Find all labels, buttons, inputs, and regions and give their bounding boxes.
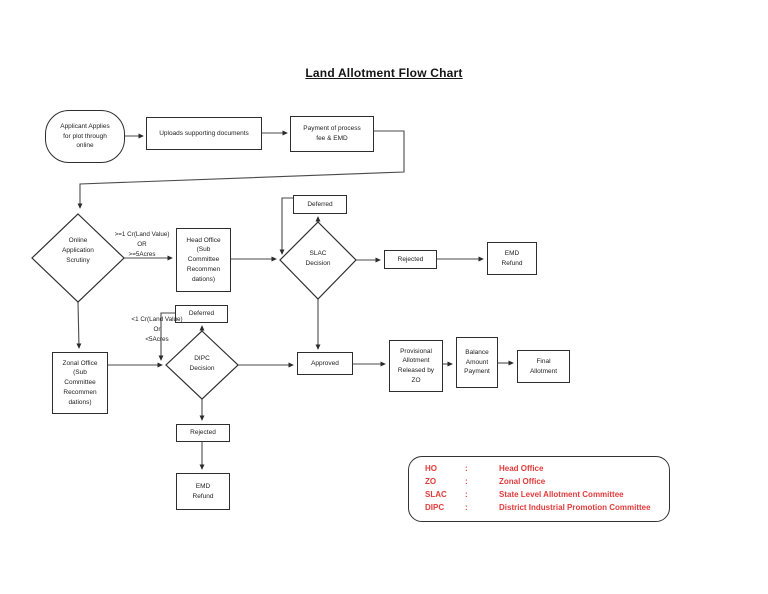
node-rejected-slac: Rejected xyxy=(384,250,437,269)
legend-row-zo: ZO : Zonal Office xyxy=(425,476,659,489)
legend-row-slac: SLAC : State Level Allotment Committee xyxy=(425,489,659,502)
dipc-diamond-shape xyxy=(165,330,239,400)
node-zonal-office: Zonal Office (Sub Committee Recommen dat… xyxy=(52,352,108,414)
node-head-office: Head Office (Sub Committee Recommen dati… xyxy=(176,228,231,292)
legend-full: Head Office xyxy=(499,464,544,474)
legend-colon: : xyxy=(465,464,468,474)
legend-abbr: HO xyxy=(425,464,437,474)
node-provisional-allotment: Provisional Allotment Released by ZO xyxy=(389,340,443,392)
legend-abbr: SLAC xyxy=(425,490,447,499)
legend-full: District Industrial Promotion Committee xyxy=(499,502,651,512)
page-title: Land Allotment Flow Chart xyxy=(305,66,463,80)
legend: HO : Head Office ZO : Zonal Office SLAC … xyxy=(408,456,670,522)
legend-row-ho: HO : Head Office xyxy=(425,463,659,476)
node-final-allotment: Final Allotment xyxy=(517,350,570,383)
edge-label-high-value: >=1 Cr(Land Value) OR >=5Acres xyxy=(114,231,170,258)
node-balance-amount-payment: Balance Amount Payment xyxy=(456,337,498,388)
legend-full: Zonal Office xyxy=(499,477,546,487)
node-rejected-dipc: Rejected xyxy=(176,424,230,442)
legend-full: State Level Allotment Committee xyxy=(499,490,624,499)
node-emd-refund-slac: EMD Refund xyxy=(487,242,537,275)
node-upload-documents: Uploads supporting documents xyxy=(146,117,262,150)
legend-colon: : xyxy=(465,477,468,487)
legend-abbr: ZO xyxy=(425,477,437,487)
node-approved: Approved xyxy=(297,352,353,375)
slac-diamond-shape xyxy=(279,221,357,300)
node-emd-refund-dipc: EMD Refund xyxy=(176,473,230,510)
node-applicant-start: Applicant Applies for plot through onlin… xyxy=(45,110,125,163)
legend-colon: : xyxy=(465,502,468,512)
node-deferred-dipc: Deferred xyxy=(175,305,228,323)
node-payment-fee-emd: Payment of process fee & EMD xyxy=(290,116,374,152)
legend-colon: : xyxy=(465,490,468,499)
node-deferred-slac: Deferred xyxy=(293,195,347,214)
scrutiny-diamond-shape xyxy=(31,213,125,303)
legend-abbr: DIPC xyxy=(425,502,445,512)
edge-label-low-value: <1 Cr(Land Value) Or <5Acres xyxy=(131,316,183,343)
legend-row-dipc: DIPC : District Industrial Promotion Com… xyxy=(425,502,659,515)
